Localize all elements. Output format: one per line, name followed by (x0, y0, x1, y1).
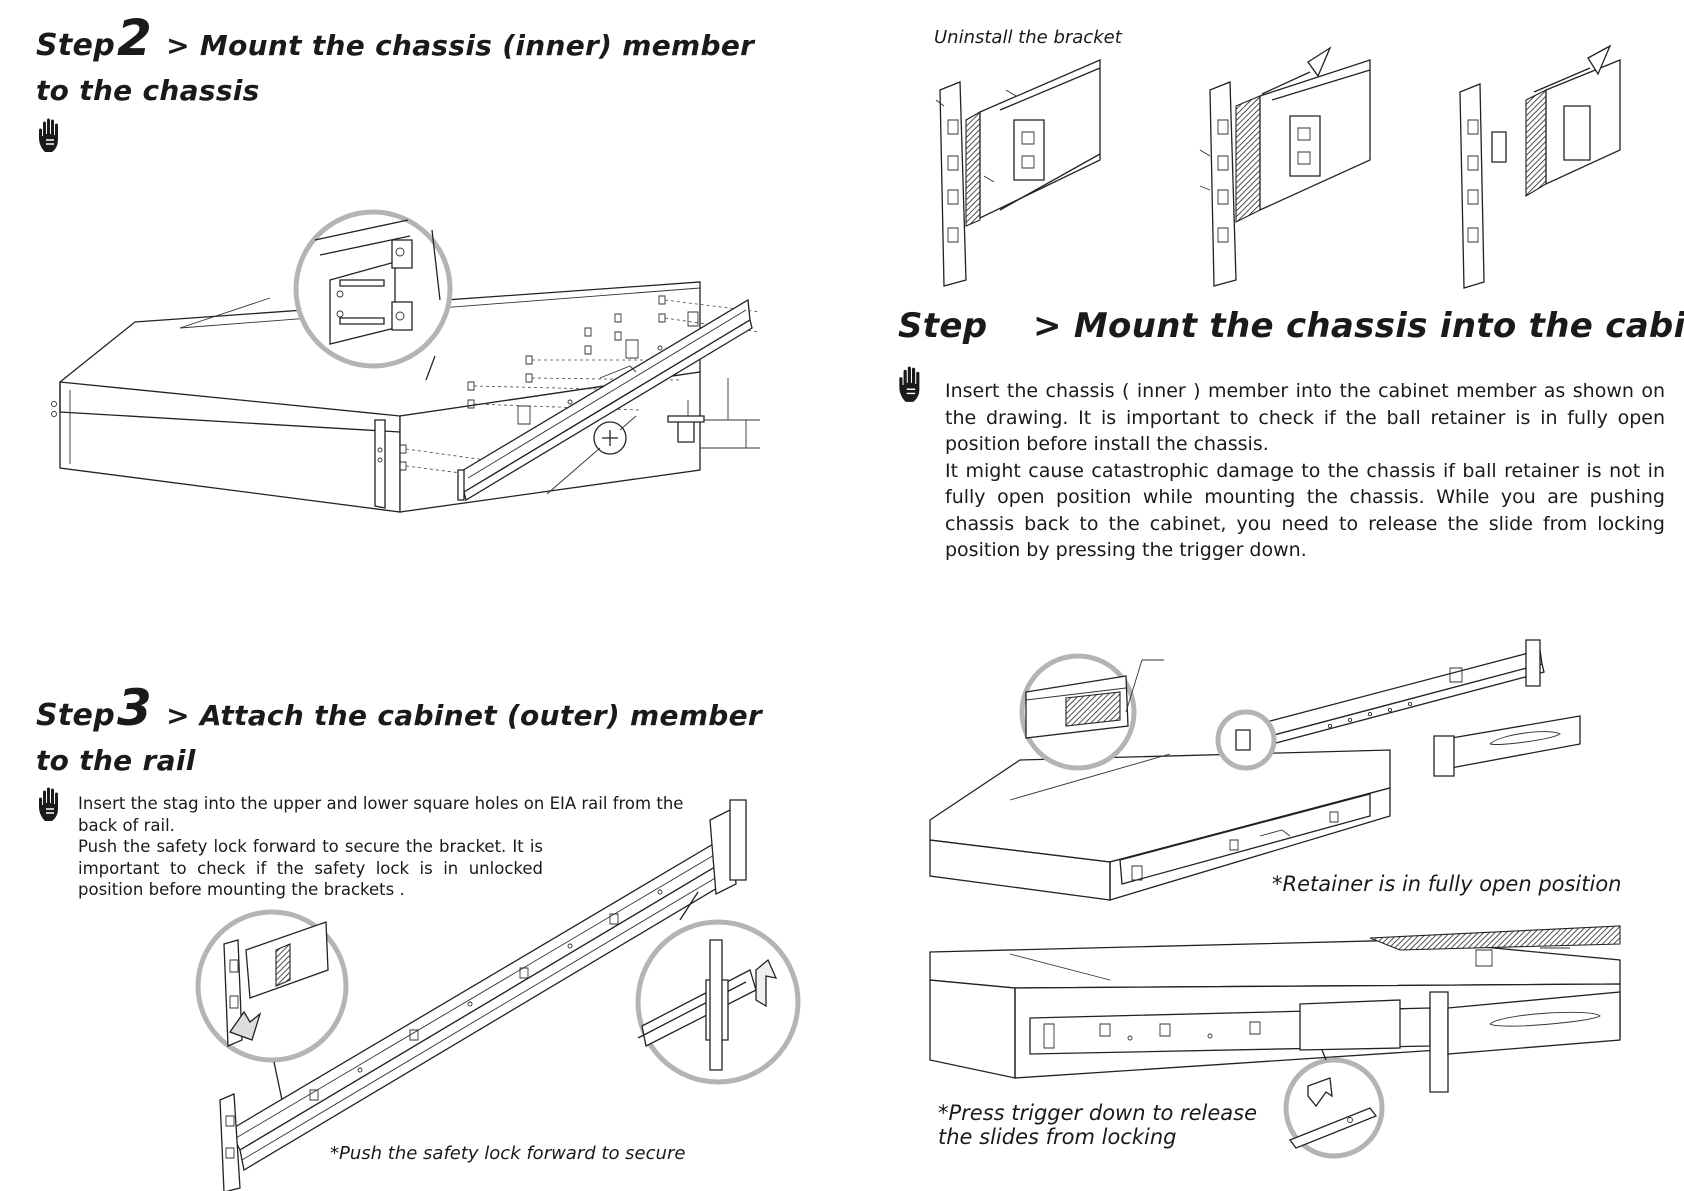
hand-caution-icon (36, 787, 66, 823)
step2-heading: Step2 > Mount the chassis (inner) member (36, 13, 755, 64)
trigger-caption-line2: the slides from locking (938, 1125, 1177, 1149)
hand-caution-icon (36, 118, 66, 154)
step2-number: 2 (116, 9, 153, 67)
uninstall-panel-1 (936, 60, 1100, 286)
step-mount-title: > Mount the chassis into the cabinet (1033, 306, 1684, 346)
step-mount-heading: Step > Mount the chassis into the cabine… (898, 306, 1684, 346)
step2-title-line2: to the chassis (36, 74, 260, 107)
step3-number: 3 (116, 679, 153, 737)
step-mount-instructions: Insert the chassis ( inner ) member into… (945, 378, 1665, 564)
step-mount-paragraph-2: It might cause catastrophic damage to th… (945, 459, 1665, 562)
step3-paragraph-line2: back of rail. (78, 816, 175, 835)
step3-title-line2: to the rail (36, 744, 196, 777)
retainer-caption: *Retainer is in fully open position (1272, 872, 1622, 896)
step3-paragraph-2: Push the safety lock forward to secure t… (78, 837, 543, 899)
step-mount-paragraph-1: Insert the chassis ( inner ) member into… (945, 380, 1665, 455)
uninstall-panel-2 (1200, 48, 1370, 286)
step3-word: Step (36, 698, 115, 733)
cabinet-outer-member-illustration (190, 800, 810, 1191)
trigger-caption-line1: *Press trigger down to release (938, 1101, 1257, 1125)
uninstall-bracket-illustration (930, 60, 1650, 280)
chassis-inner-member-illustration (40, 220, 830, 550)
step3-caption: *Push the safety lock forward to secure (330, 1143, 686, 1164)
step3-title: > Attach the cabinet (outer) member (166, 699, 763, 732)
step3-heading: Step3 > Attach the cabinet (outer) membe… (36, 683, 763, 734)
step2-word: Step (36, 28, 115, 63)
ball-retainer-illustration (930, 640, 1650, 920)
uninstall-panel-3 (1460, 46, 1620, 288)
step3-paragraph-line1: Insert the stag into the upper and lower… (78, 794, 684, 813)
trigger-release-illustration (930, 920, 1650, 1170)
step-mount-word: Step (898, 306, 988, 346)
hand-caution-icon (896, 366, 928, 404)
uninstall-bracket-caption: Uninstall the bracket (934, 27, 1122, 48)
step2-title: > Mount the chassis (inner) member (166, 29, 755, 62)
